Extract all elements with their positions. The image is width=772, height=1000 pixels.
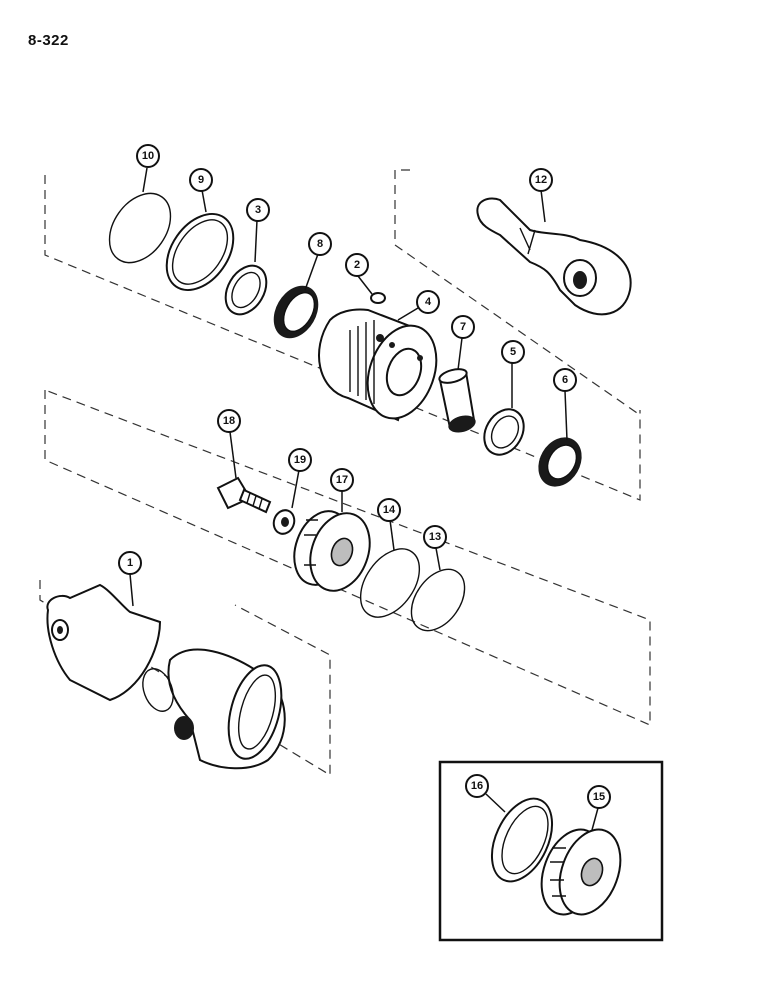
callout-label: 10	[142, 150, 154, 162]
gland-head	[318, 308, 438, 422]
callout-label: 3	[255, 204, 261, 216]
washer	[272, 509, 296, 535]
rod-group-outline	[394, 169, 641, 416]
page-reference-number: 8-322	[28, 32, 69, 49]
piston-rod	[476, 197, 632, 316]
callout-label: 15	[593, 791, 605, 803]
inset-frame	[438, 760, 664, 942]
callout-label: 16	[471, 780, 483, 792]
split-ring	[490, 797, 554, 883]
head-seal	[224, 264, 268, 316]
callout-label: 5	[510, 346, 516, 358]
plug	[370, 292, 386, 304]
callout-label: 8	[317, 238, 323, 250]
rod-seal-ring	[483, 408, 525, 456]
rod-wiper	[538, 437, 582, 487]
callout-label: 2	[354, 259, 360, 271]
barrel-group-outline	[39, 580, 331, 777]
callout-circles	[118, 144, 611, 809]
leader-lines	[129, 167, 599, 831]
cylinder-barrel	[46, 583, 286, 770]
callout-label: 19	[294, 454, 306, 466]
upper-group-outline	[44, 175, 641, 501]
callout-label: 1	[127, 557, 133, 569]
callout-label: 12	[535, 174, 547, 186]
piston	[293, 510, 371, 592]
piston-o-ring	[359, 548, 421, 618]
o-ring-large	[108, 192, 172, 264]
callout-label: 13	[429, 531, 441, 543]
callout-label: 9	[198, 174, 204, 186]
callout-label: 18	[223, 415, 235, 427]
piston-group-outline	[44, 389, 651, 726]
alternate-piston	[540, 828, 622, 916]
piston-bolt	[216, 476, 272, 514]
wiper-seal	[273, 285, 319, 339]
callout-label: 6	[562, 374, 568, 386]
callout-label: 14	[383, 504, 396, 516]
piston-seal-ring	[410, 568, 466, 632]
callout-label: 17	[336, 474, 348, 486]
callout-label: 4	[425, 296, 432, 308]
callout-label: 7	[460, 321, 466, 333]
bushing	[438, 368, 476, 433]
backup-ring	[165, 213, 235, 291]
